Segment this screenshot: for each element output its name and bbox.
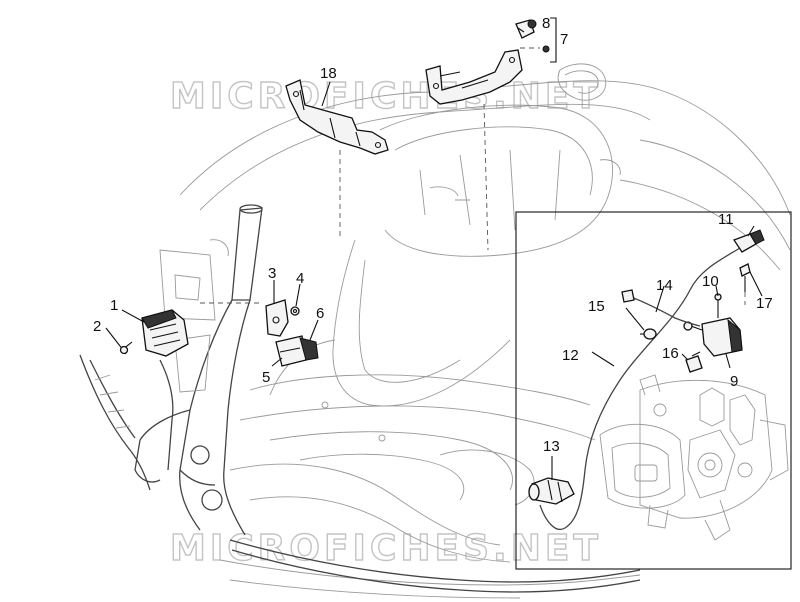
callout-13: 13 (543, 438, 560, 455)
callout-17: 17 (756, 295, 773, 312)
callout-1: 1 (110, 297, 118, 314)
callout-3: 3 (268, 265, 276, 282)
part-7-bolt-dot (542, 45, 550, 53)
scooter-body (179, 63, 791, 599)
watermark-bottom: MICROFICHES.NET (170, 528, 602, 569)
part-10-screw (714, 293, 722, 318)
callout-6: 6 (316, 305, 324, 322)
callout-8: 8 (542, 15, 550, 32)
part-3-bracket (265, 299, 289, 337)
callout-12: 12 (562, 347, 579, 364)
part-14-plug (621, 289, 635, 303)
part-16-clip (685, 351, 703, 373)
part-4-washer-hole (292, 308, 298, 314)
callout-15: 15 (588, 298, 605, 315)
part-2-screw (119, 341, 133, 355)
callout-14: 14 (656, 277, 673, 294)
dashed-guides (200, 47, 746, 305)
part-7-bracket (425, 49, 523, 105)
callout-7: 7 (560, 31, 568, 48)
callout-9: 9 (730, 373, 738, 390)
part-11-connector (733, 229, 765, 253)
callout-5: 5 (262, 369, 270, 386)
part-1-regulator (141, 309, 189, 357)
part-14-wire (627, 295, 701, 327)
part-9-sensor (683, 317, 743, 357)
callout-11: 11 (718, 211, 734, 228)
callout-16: 16 (662, 345, 679, 362)
part-18-bracket (285, 79, 389, 155)
inset-engine (599, 374, 789, 541)
part-8-clip (515, 19, 537, 39)
front-frame (79, 204, 641, 593)
part-5-relay (275, 335, 319, 367)
part-17-bolt (739, 263, 751, 292)
part-15-grommet (640, 328, 657, 340)
part-13-fitting (528, 477, 575, 505)
part-4-washer (290, 306, 300, 316)
callout-4: 4 (296, 270, 304, 287)
callout-leaders (105, 17, 763, 480)
watermark-top: MICROFICHES.NET (170, 76, 602, 117)
callout-10: 10 (702, 273, 719, 290)
callout-18: 18 (320, 65, 337, 82)
part-12-cable (539, 247, 741, 530)
callout-2: 2 (93, 318, 101, 335)
callout-labels: 1 2 3 4 5 6 7 8 9 10 11 12 13 14 15 16 1… (93, 15, 773, 455)
detail-inset-frame (515, 211, 792, 570)
